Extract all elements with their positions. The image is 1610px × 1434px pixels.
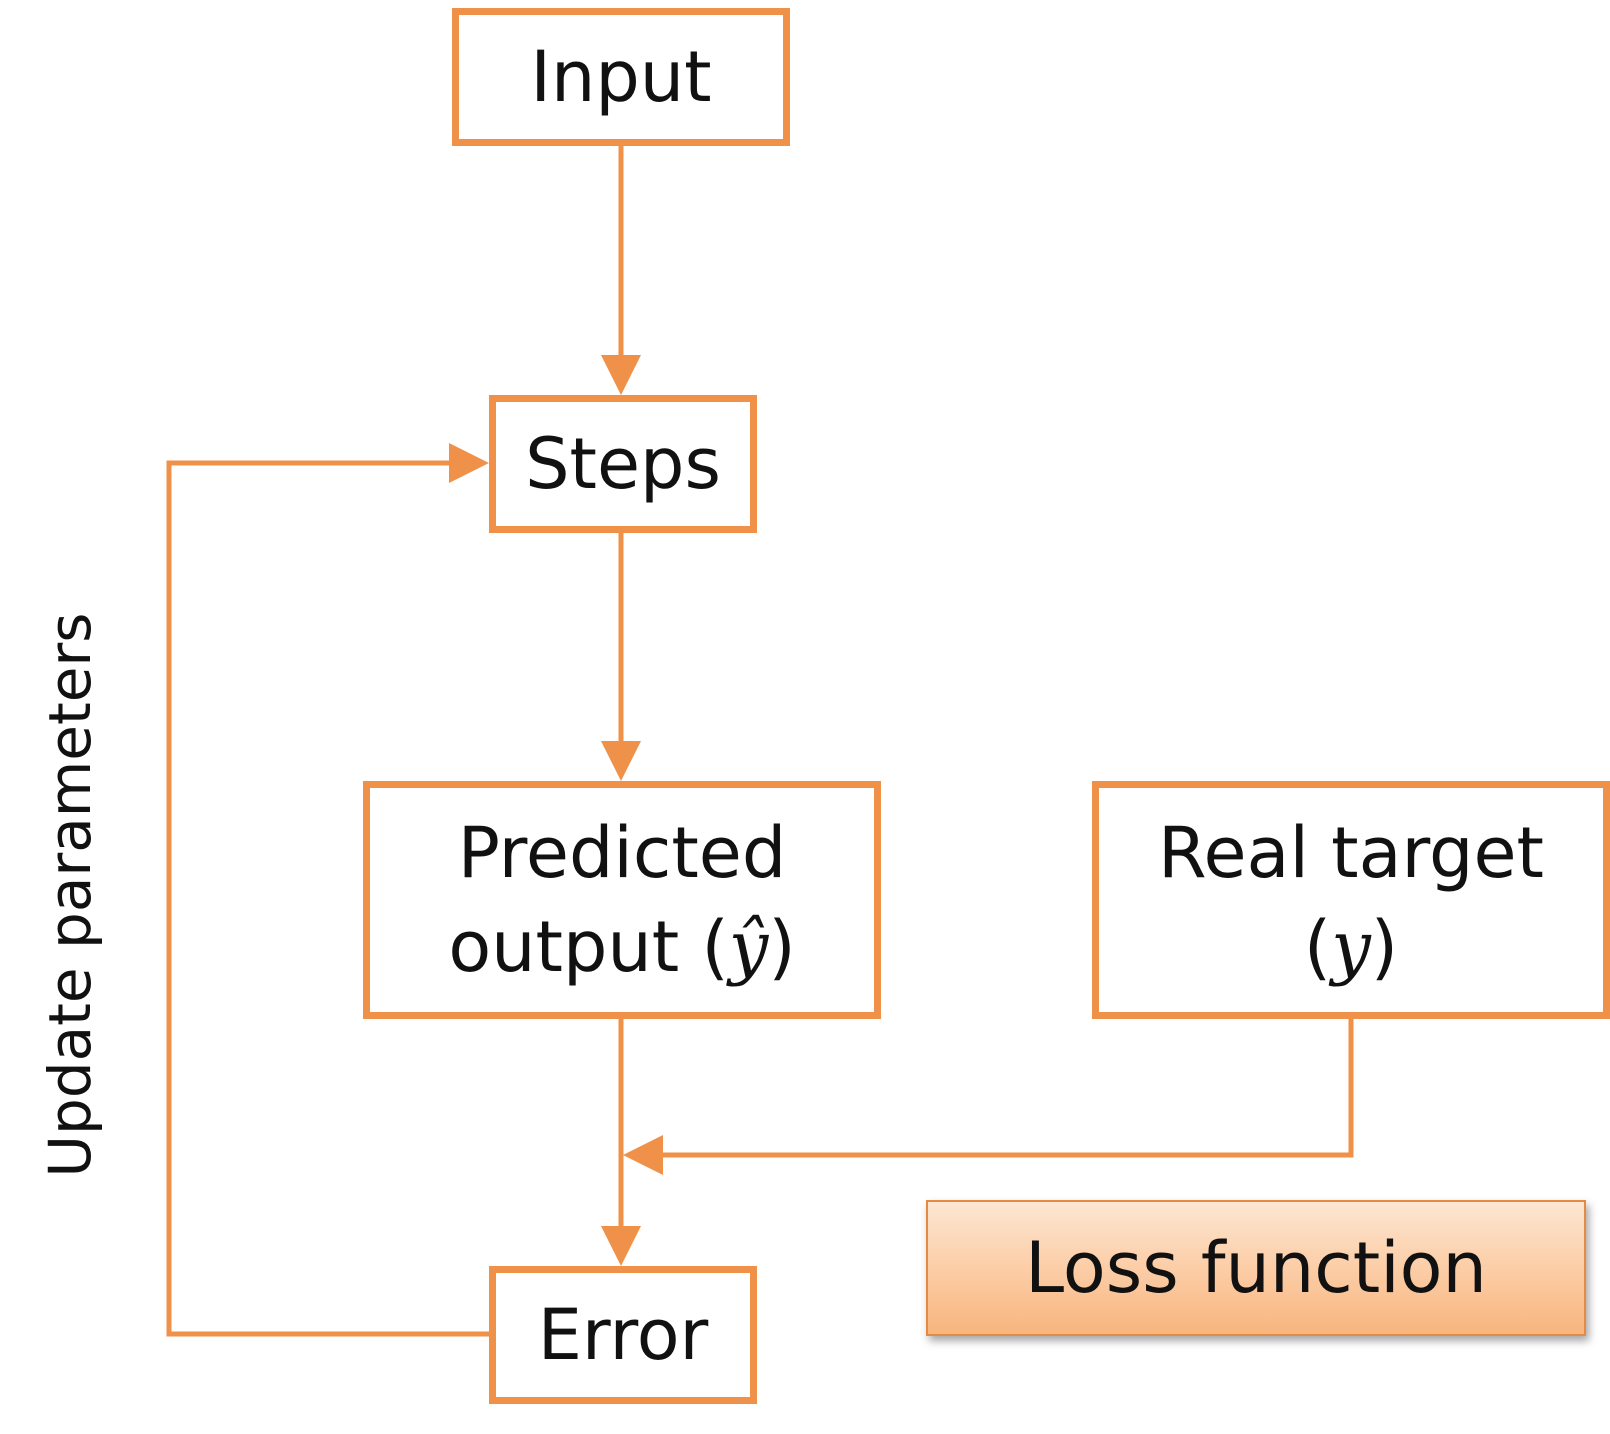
real-open-paren: ( [1303,906,1332,988]
real-symbol: y [1331,906,1371,988]
real-line-1: Real target [1158,811,1544,894]
error-label: Error [537,1293,709,1376]
predicted-symbol: ŷ [728,906,769,988]
arrow-error-feedback-to-steps [166,443,489,1337]
input-node: Input [452,8,790,146]
error-node: Error [489,1266,757,1404]
input-label: Input [530,35,712,118]
steps-node: Steps [489,395,757,533]
predicted-line-2: output (ŷ) [448,900,795,995]
steps-label: Steps [525,422,721,505]
arrow-real-to-merge [623,1019,1354,1175]
update-parameters-label: Update parameters [36,612,104,1178]
real-line-2: (y) [1304,900,1398,995]
predicted-line-1: Predicted [457,811,787,894]
real-close-paren: ) [1370,906,1399,988]
loss-function-label: Loss function [1025,1227,1487,1309]
predicted-output-node: Predicted output (ŷ) [363,781,881,1019]
predicted-output-text: output ( [448,906,729,988]
real-target-node: Real target (y) [1092,781,1610,1019]
predicted-close-paren: ) [768,906,796,988]
loss-function-box: Loss function [926,1200,1586,1336]
